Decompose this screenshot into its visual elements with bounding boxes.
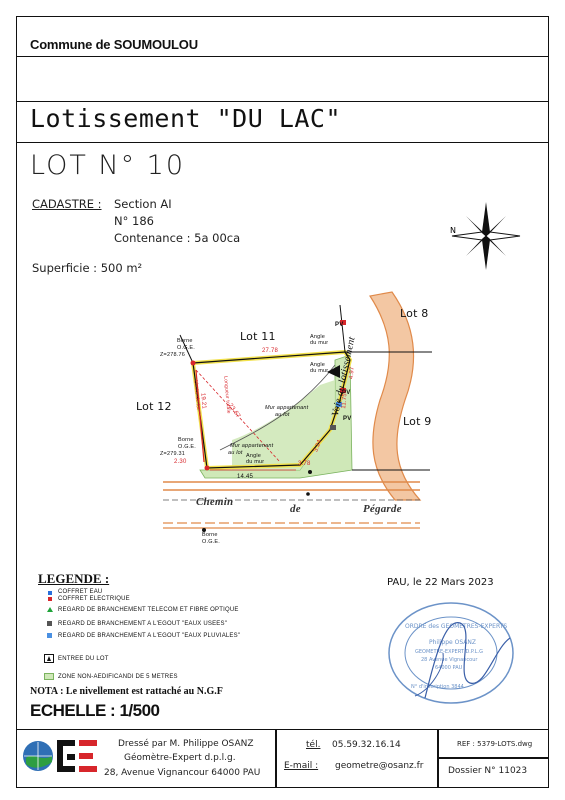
stamp-city: 64000 PAU — [435, 665, 463, 671]
lot-11-label: Lot 11 — [240, 330, 276, 343]
legend-item-entree: ENTREE DU LOT — [58, 656, 109, 662]
row-title — [16, 102, 549, 143]
lot-8-label: Lot 8 — [400, 307, 429, 320]
dim-small-2: 3.78 — [298, 461, 311, 467]
ref: REF : 5379-LOTS.dwg — [457, 740, 533, 748]
de-label: de — [290, 503, 301, 515]
pv-1: PV — [335, 322, 344, 328]
ge-logo-icon — [57, 740, 97, 772]
footer-line3: 28, Avenue Vignancour 64000 PAU — [104, 768, 261, 778]
tel-value[interactable]: 05.59.32.16.14 — [332, 740, 401, 750]
legend-title: LEGENDE : — [38, 571, 110, 586]
cadastre-contenance: Contenance : 5a 00ca — [114, 231, 241, 245]
pv-3: PV — [343, 416, 352, 422]
legend-eau-icon — [48, 591, 52, 595]
legend-item-elec: COFFRET ELECTRIQUE — [58, 596, 130, 602]
page-frame — [16, 16, 549, 788]
chemin-label: Chemin — [196, 496, 234, 508]
dossier: Dossier N° 11023 — [448, 766, 528, 776]
geometre-stamp: ORDRE des GEOMETRES-EXPERTS Philippe OSA… — [388, 602, 514, 704]
cadastre-section: Section AI — [114, 197, 172, 211]
dim-top: 27.78 — [262, 348, 279, 354]
dim-bottom: 14.45 — [237, 474, 254, 480]
pegarde-label: Pégarde — [363, 503, 402, 515]
borne-3-label: Borne — [202, 532, 218, 538]
legend-telecom-icon — [47, 607, 53, 612]
legend-item-zone: ZONE NON-AEDIFICANDI DE 5 METRES — [58, 674, 178, 680]
tel-label: tél. — [306, 740, 321, 750]
du-mur-1: du mur — [310, 340, 329, 346]
row-blank — [16, 57, 549, 102]
borne-1-label: Borne — [177, 338, 193, 344]
angle-mur-2: Angle — [310, 362, 326, 368]
legend-elec-icon — [48, 597, 52, 601]
cadastre-numero: N° 186 — [114, 214, 154, 228]
angle-mur-1: Angle — [310, 334, 326, 340]
cadastre-label: CADASTRE : — [32, 197, 102, 211]
legend-entry-icon — [44, 654, 54, 663]
date: PAU, le 22 Mars 2023 — [387, 577, 494, 588]
mur-lot-b1: Mur appartenant — [230, 443, 274, 449]
mur-lot-a2: au lot — [275, 412, 290, 418]
footer-line1: Dressé par M. Philippe OSANZ — [118, 739, 254, 749]
lot-number: LOT N° 10 — [30, 150, 186, 181]
footer-divider-1 — [275, 729, 277, 788]
dim-small: 2.30 — [174, 459, 187, 465]
borne-3-oge: O.G.E. — [202, 539, 221, 545]
borne-2-oge: O.G.E. — [178, 444, 197, 450]
legend-item-pluviales: REGARD DE BRANCHEMENT A L'EGOUT "EAUX PL… — [58, 633, 241, 639]
stamp-role: GEOMETRE-EXPERT D.P.L.G — [415, 649, 483, 655]
du-mur-3: du mur — [246, 459, 265, 465]
echelle: ECHELLE : 1/500 — [30, 701, 160, 720]
compass-rose-icon: N — [450, 202, 521, 270]
footer-divider-3 — [437, 757, 549, 759]
mur-lot-a1: Mur appartenant — [265, 405, 309, 411]
borne-1-oge: O.G.E. — [177, 345, 196, 351]
footer-line2: Géomètre-Expert d.p.l.g. — [124, 753, 236, 763]
stamp-addr: 28 Avenue Vignancour — [421, 657, 478, 663]
borne-1-z: Z=278.76 — [160, 352, 185, 358]
commune-name: Commune de SOUMOULOU — [30, 37, 198, 52]
globe-logo-icon — [23, 741, 53, 771]
borne-2-z: Z=279.31 — [160, 451, 185, 457]
email-value[interactable]: geometre@osanz.fr — [335, 761, 424, 771]
legend-item-eau: COFFRET EAU — [58, 589, 103, 595]
superficie: Superficie : 500 m² — [32, 261, 143, 275]
legend-zone-icon — [44, 673, 54, 680]
footer-divider-2 — [437, 729, 439, 788]
legend-item-usees: REGARD DE BRANCHEMENT A L'EGOUT "EAUX US… — [58, 621, 228, 627]
legend-usees-icon — [47, 621, 52, 626]
stamp-ring: ORDRE des GEOMETRES-EXPERTS — [405, 623, 507, 630]
pv-2: PV — [342, 390, 351, 396]
row-commune — [16, 16, 549, 57]
email-label: E-mail : — [284, 761, 319, 771]
lot-12-label: Lot 12 — [136, 400, 172, 413]
stamp-name: Philippe OSANZ — [429, 639, 476, 646]
svg-text:N: N — [450, 226, 456, 235]
du-mur-2: du mur — [310, 368, 329, 374]
lotissement-title: Lotissement "DU LAC" — [30, 104, 342, 133]
angle-mur-3: Angle — [246, 453, 262, 459]
legend-pluviales-icon — [47, 633, 52, 638]
mur-lot-b2: au lot — [228, 450, 243, 456]
footer — [16, 729, 549, 788]
stamp-inscr: N° d'inscription 3844 — [411, 684, 464, 690]
lot-9-label: Lot 9 — [403, 415, 432, 428]
legend-item-telecom: REGARD DE BRANCHEMENT TELECOM ET FIBRE O… — [58, 607, 239, 613]
nota: NOTA : Le nivellement est rattaché au N.… — [30, 686, 223, 697]
borne-2-label: Borne — [178, 437, 194, 443]
dim-right: 4.97 — [348, 366, 356, 380]
